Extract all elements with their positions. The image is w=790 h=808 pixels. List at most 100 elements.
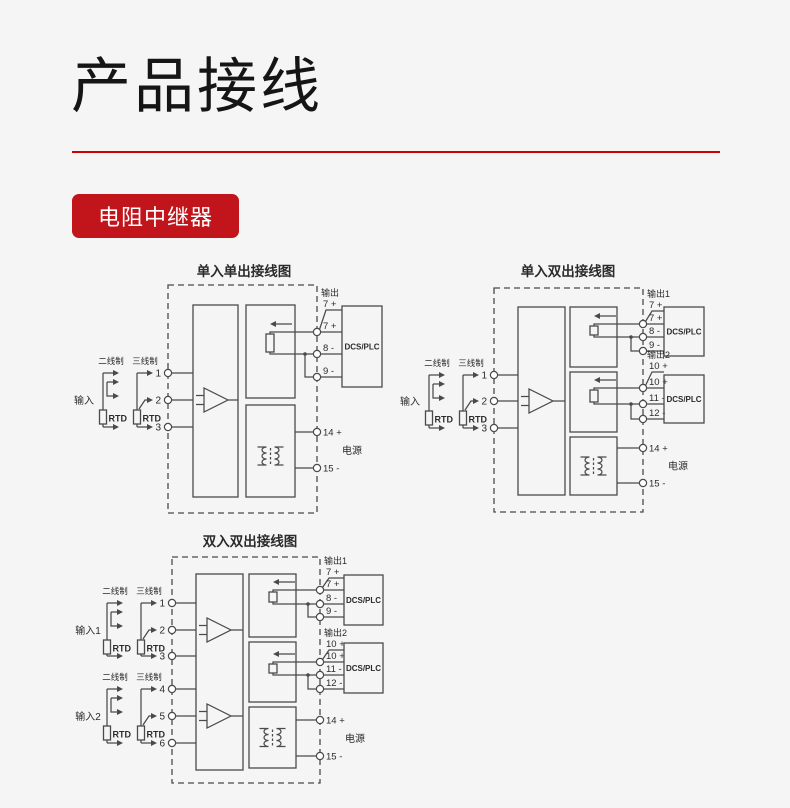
svg-text:DCS/PLC: DCS/PLC [344,343,379,352]
svg-text:9 -: 9 - [323,366,334,377]
terminal-circle [312,349,322,359]
terminal-circle [312,463,322,473]
svg-text:RTD: RTD [469,415,488,425]
arrow-icon [117,653,123,659]
svg-text:双入双出接线图: 双入双出接线图 [203,533,298,549]
svg-text:三线制: 三线制 [136,672,162,682]
arrow-icon [594,377,600,383]
svg-text:二线制: 二线制 [102,672,128,682]
arrow-icon [151,686,157,692]
svg-text:输出: 输出 [321,287,339,298]
svg-text:10 +: 10 + [326,639,345,650]
terminal-circle [167,625,177,635]
rtd-two-wire-symbol: 二线制 RTD [98,356,127,430]
svg-text:3: 3 [155,423,161,434]
svg-text:12 -: 12 - [649,408,665,419]
svg-text:输入: 输入 [400,395,420,408]
arrow-icon [151,713,157,719]
arrow-icon [273,651,279,657]
svg-text:3: 3 [159,652,165,663]
svg-text:8 -: 8 - [323,343,334,354]
terminal-circle [315,599,325,609]
arrow-icon [270,321,276,327]
terminal-circle [167,651,177,661]
transformer-symbol [259,727,286,748]
svg-text:7 +: 7 + [323,321,337,332]
arrow-icon [117,609,123,615]
svg-text:7 +: 7 + [649,300,663,311]
terminal-circle [167,738,177,748]
svg-text:电源: 电源 [342,444,362,457]
svg-text:RTD: RTD [435,415,454,425]
terminal-circle [163,368,173,378]
svg-text:1: 1 [481,371,487,382]
svg-text:三线制: 三线制 [458,358,484,368]
svg-text:二线制: 二线制 [102,586,128,596]
product-badge: 电阻中继器 [72,194,240,238]
arrow-icon [117,686,123,692]
svg-text:单入单出接线图: 单入单出接线图 [197,263,292,279]
terminal-circle [167,598,177,608]
diagram-title: 双入双出接线图 [203,533,298,549]
arrow-icon [117,623,123,629]
arrow-icon [439,395,445,401]
arrow-icon [151,600,157,606]
terminal-circle [638,319,648,329]
svg-text:三线制: 三线制 [132,356,158,366]
arrow-icon [473,398,479,404]
svg-text:5: 5 [159,712,165,723]
terminal-circle [638,478,648,488]
arrow-icon [151,653,157,659]
svg-text:7 +: 7 + [326,567,340,578]
power-terminal-group: 14 +15 -电源 [296,716,365,763]
svg-text:10 +: 10 + [649,361,668,372]
arrow-icon [439,425,445,431]
svg-text:RTD: RTD [147,730,166,740]
power-block [245,404,296,498]
svg-text:电源: 电源 [345,732,365,745]
terminal-circle [638,346,648,356]
power-block [248,706,297,769]
svg-text:DCS/PLC: DCS/PLC [666,395,701,404]
rtd-three-wire-symbol: 三线制 RTD [136,672,165,746]
arrow-icon [117,740,123,746]
svg-text:14 +: 14 + [649,444,668,455]
terminal-circle [167,711,177,721]
svg-text:9 -: 9 - [326,606,337,617]
diagram-title: 单入单出接线图 [197,263,292,279]
title-underline [72,151,720,153]
amplifier-symbol [521,387,565,415]
svg-text:输入2: 输入2 [75,710,101,723]
arrow-icon [113,370,119,376]
svg-text:2: 2 [155,396,161,407]
terminal-circle [315,670,325,680]
svg-text:10 +: 10 + [326,651,345,662]
svg-text:1: 1 [155,369,161,380]
dcs-plc-box: DCS/PLC [341,305,383,388]
svg-text:RTD: RTD [109,414,128,424]
svg-text:7 +: 7 + [323,299,337,310]
arrow-icon [439,372,445,378]
svg-text:输出1: 输出1 [647,288,670,299]
arrow-icon [473,372,479,378]
arrow-icon [113,393,119,399]
transformer-symbol [580,456,607,476]
svg-text:7 +: 7 + [649,313,663,324]
unit-boundary [493,287,644,513]
svg-text:二线制: 二线制 [98,356,124,366]
svg-text:三线制: 三线制 [136,586,162,596]
svg-text:14 +: 14 + [326,716,345,727]
terminal-circle [315,612,325,622]
